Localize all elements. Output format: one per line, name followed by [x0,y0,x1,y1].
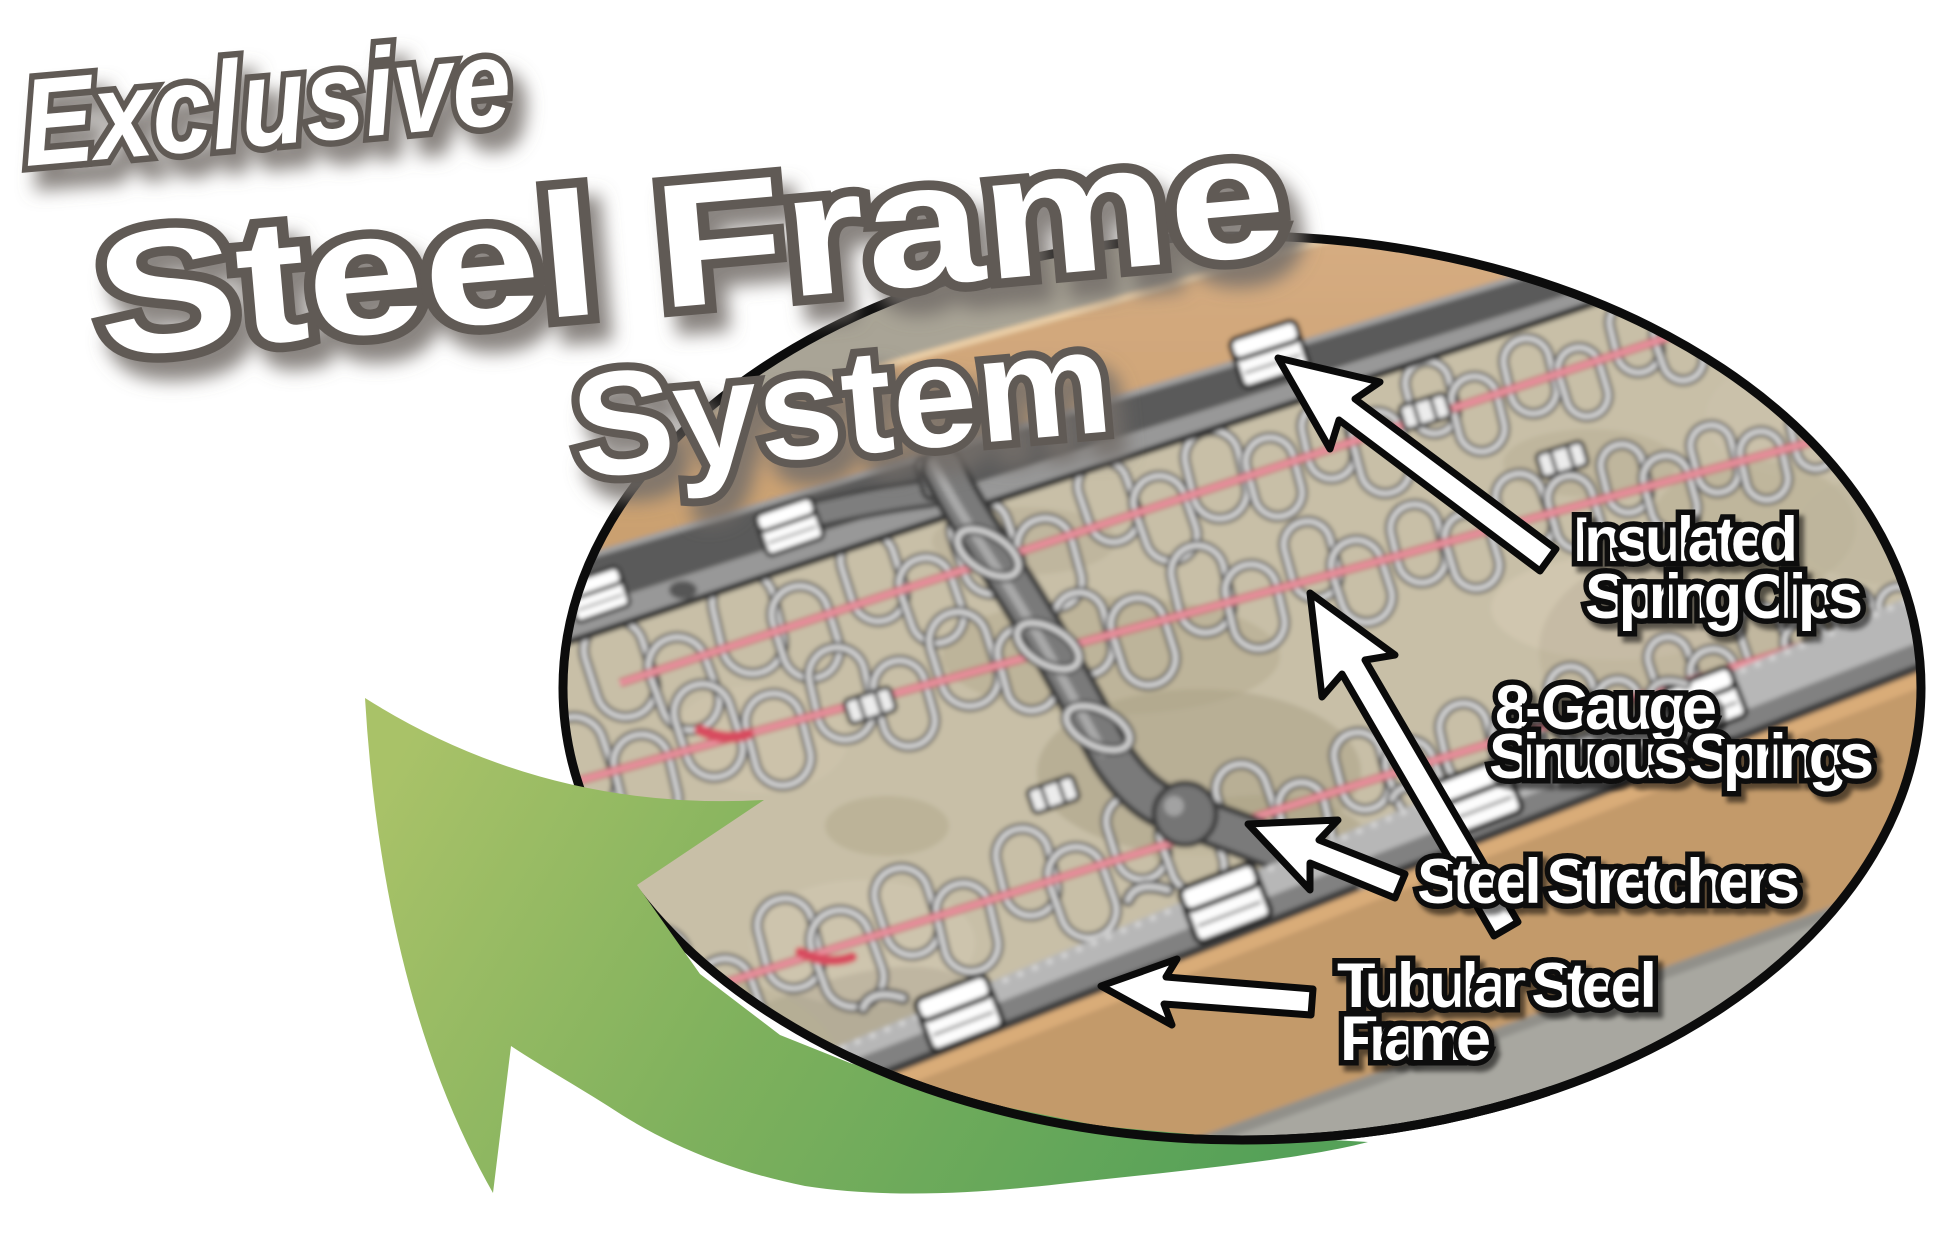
svg-text:Insulated: Insulated [1573,505,1798,575]
svg-text:Spring Clips: Spring Clips [1585,562,1863,632]
svg-text:Tubular Steel: Tubular Steel [1337,951,1657,1021]
svg-text:Steel Stretchers: Steel Stretchers [1417,847,1800,917]
svg-text:Frame: Frame [1340,1004,1491,1074]
svg-text:Sinuous Springs: Sinuous Springs [1489,722,1874,792]
svg-text:8-Gauge: 8-Gauge [1495,673,1717,743]
